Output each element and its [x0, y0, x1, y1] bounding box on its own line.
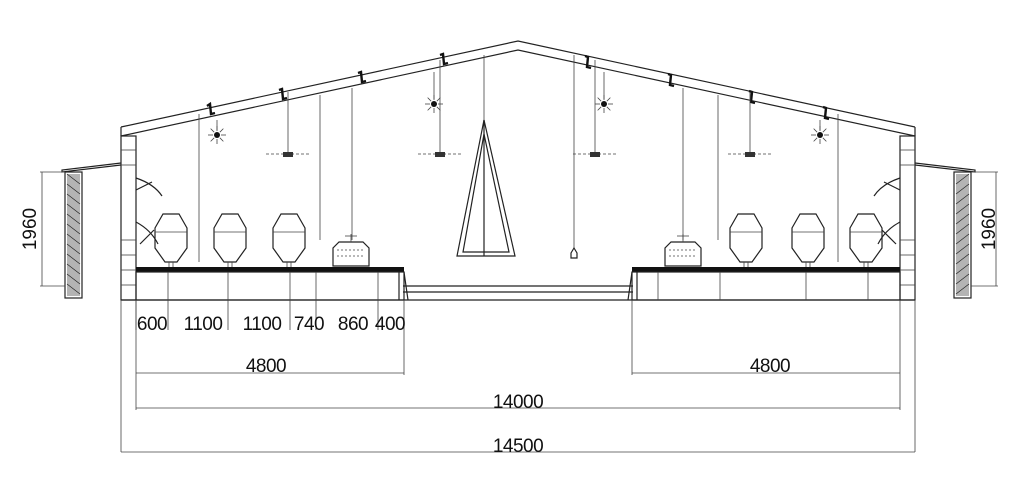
- left-wall: [120, 135, 137, 301]
- left-canopy: [61, 162, 122, 299]
- cooling-pad-icon: [955, 173, 970, 296]
- feeder-silos: [154, 213, 883, 267]
- segment-label: 600: [137, 314, 167, 335]
- segment-label: 740: [294, 314, 324, 335]
- fans: [266, 60, 772, 157]
- drop-lines: [198, 55, 839, 262]
- light-bulb-icon: [425, 72, 443, 113]
- height-label-right: 1960: [979, 208, 1000, 250]
- fan-icon: [266, 92, 310, 157]
- segment-label: 1100: [243, 314, 282, 335]
- feeder-silo-icon: [272, 213, 306, 267]
- inner-width-label: 14000: [493, 392, 543, 413]
- fan-icon: [573, 60, 617, 157]
- heater-icon: [332, 234, 370, 267]
- feeder-silo-icon: [213, 213, 247, 267]
- feeder-silo-icon: [849, 213, 883, 267]
- left-pen-platform: [135, 267, 409, 301]
- pen-width-left-label: 4800: [246, 356, 286, 377]
- segment-label: 860: [338, 314, 368, 335]
- heaters: [332, 234, 702, 267]
- right-wall: [899, 135, 916, 301]
- air-inlet-right: [873, 177, 901, 245]
- segment-label: 400: [375, 314, 405, 335]
- light-bulb-icon: [208, 120, 226, 144]
- light-bulb-icon: [811, 120, 829, 144]
- segment-label: 1100: [184, 314, 223, 335]
- feeder-silo-icon: [154, 213, 188, 267]
- roof-purlins: [206, 52, 830, 121]
- air-inlet-left: [135, 177, 163, 245]
- hanging-hook-icon: [570, 246, 578, 259]
- light-bulb-icon: [595, 72, 613, 113]
- right-pen-platform: [627, 267, 901, 301]
- roof: [120, 40, 916, 137]
- lights: [208, 72, 829, 144]
- feeder-silo-icon: [791, 213, 825, 267]
- cooling-pad-icon: [66, 173, 81, 296]
- fan-icon: [418, 60, 462, 157]
- overall-width-label: 14500: [493, 436, 543, 457]
- central-feeder: [456, 119, 516, 257]
- floor: [121, 285, 915, 301]
- right-canopy: [914, 162, 976, 299]
- dimension-lines: [40, 171, 998, 453]
- fan-icon: [728, 92, 772, 157]
- height-label-left: 1960: [20, 208, 41, 250]
- pen-width-right-label: 4800: [750, 356, 790, 377]
- feeder-silo-icon: [729, 213, 763, 267]
